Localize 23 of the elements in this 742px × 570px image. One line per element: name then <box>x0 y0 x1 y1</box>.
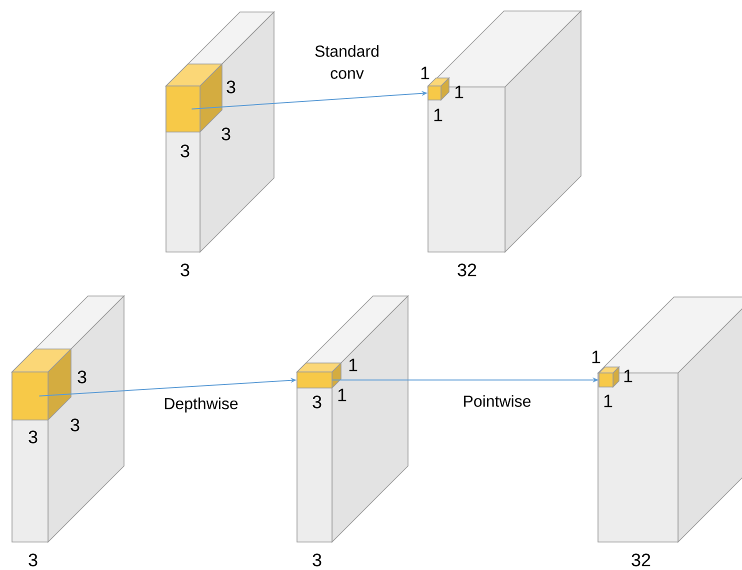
dimension-label: 3 <box>78 370 86 384</box>
dimension-label: 3 <box>312 396 322 408</box>
edge-label: Pointwise <box>464 395 531 407</box>
edge-label: Standard conv <box>315 45 378 79</box>
dimension-label: 3 <box>70 418 80 432</box>
dimension-label: 1 <box>421 66 430 80</box>
dimension-label: 1 <box>338 388 346 402</box>
dimension-label: 3 <box>180 144 190 158</box>
dimension-label: 1 <box>624 370 632 382</box>
dimension-label: 3 <box>180 264 190 276</box>
dimension-label: 1 <box>434 108 442 122</box>
edge-label: Depthwise <box>164 398 238 412</box>
dimension-label: 3 <box>222 128 230 140</box>
dimension-label: 3 <box>226 80 236 94</box>
dimension-label: 1 <box>349 358 358 372</box>
dimension-label: 32 <box>632 554 650 566</box>
dimension-label: 32 <box>458 264 476 276</box>
dimension-label: 1 <box>592 350 600 364</box>
dimension-label: 3 <box>28 554 38 566</box>
dimension-label: 3 <box>28 430 38 444</box>
dimension-label: 1 <box>455 86 464 98</box>
dimension-label: 1 <box>604 394 612 408</box>
dimension-label: 3 <box>312 554 322 566</box>
